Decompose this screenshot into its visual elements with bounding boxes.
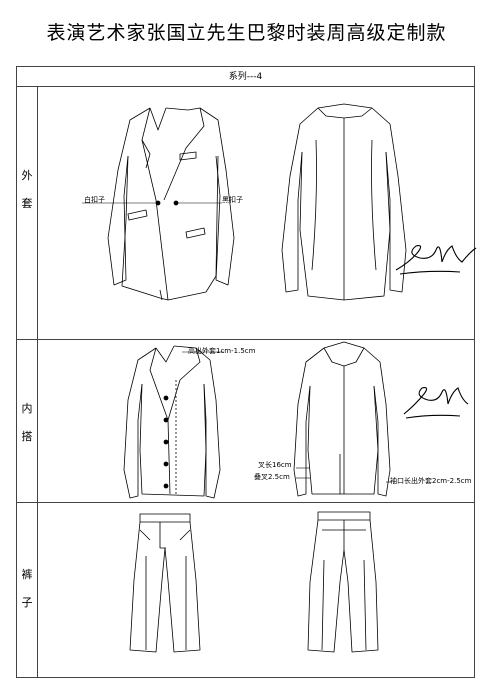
annotation-cuff-length: 袖口长出外套2cm-2.5cm <box>390 477 472 485</box>
trousers-back-sketch <box>307 511 379 653</box>
annotation-vent-length: 叉长16cm <box>258 461 292 469</box>
inner-front-sketch <box>123 345 224 499</box>
page-title: 表演艺术家张国立先生巴黎时装周高级定制款 <box>46 22 447 44</box>
annotation-collar-height: 高出外套1cm-1.5cm <box>188 347 256 355</box>
trousers-front-sketch <box>129 513 201 653</box>
label-column-divider <box>37 87 38 677</box>
row-label-coat: 外 套 <box>21 169 33 210</box>
series-label: 系列---4 <box>17 67 474 87</box>
inner-back-sketch <box>293 341 392 497</box>
annotation-white-button: 白扣子 <box>84 196 105 204</box>
row-label-trousers: 裤 子 <box>21 568 33 609</box>
row-divider-inner <box>17 502 474 503</box>
spec-sheet: 系列---4 外 套 内 搭 裤 子 <box>16 66 475 678</box>
signature-upper <box>395 245 477 275</box>
signature-lower <box>403 387 469 419</box>
row-divider-coat <box>17 339 474 340</box>
coat-front-sketch <box>107 107 235 301</box>
annotation-black-button: 黑扣子 <box>222 196 243 204</box>
row-label-inner: 内 搭 <box>21 402 33 443</box>
annotation-vent-overlap: 叠叉2.5cm <box>254 473 290 481</box>
coat-back-sketch <box>281 103 407 301</box>
